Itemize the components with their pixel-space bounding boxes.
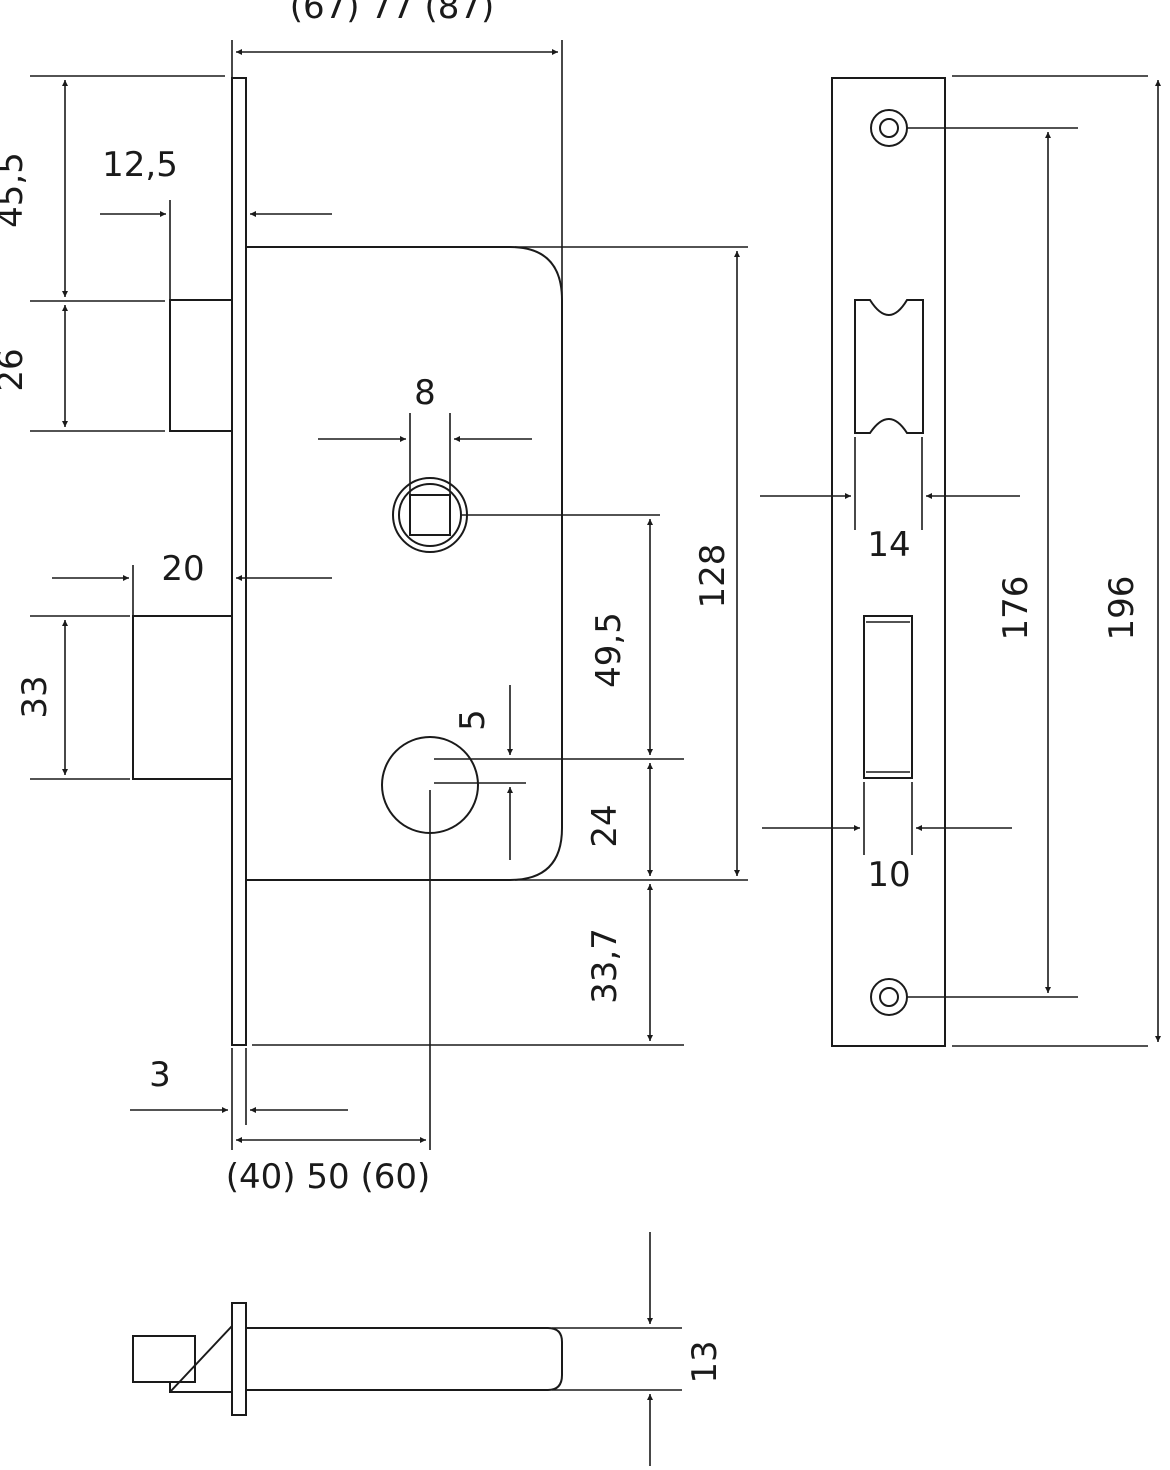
faceplate-front-view (831, 77, 946, 1047)
dim-label-latch-projection: 12,5 (102, 145, 178, 185)
dim-label-bolt-thickness: 13 (685, 1340, 725, 1383)
dim-label-bottom-offset: 33,7 (585, 928, 625, 1004)
dim-label-top-offset: 45,5 (0, 152, 31, 228)
dim-label-bolt-height: 33 (15, 675, 55, 718)
lock-case (246, 246, 563, 881)
bolt-top-view (132, 1302, 563, 1416)
dim-label-case-height: 128 (693, 544, 733, 609)
dim-label-spindle-square: 8 (414, 373, 436, 413)
dim-label-faceplate-thickness: 3 (149, 1055, 171, 1095)
latch-bolt (169, 299, 233, 432)
dim-label-faceplate-length: 196 (1102, 576, 1142, 641)
dim-label-cylinder-offset: 5 (453, 709, 493, 731)
dim-label-cylinder-to-case-bottom: 24 (585, 804, 625, 847)
dim-label-strike-bolt-width: 10 (867, 855, 910, 895)
dim-label-backset-width: (67) 77 (87) (290, 0, 494, 27)
dim-label-bolt-projection: 20 (161, 549, 204, 589)
dim-label-strike-latch-width: 14 (867, 525, 910, 565)
latch-opening (854, 299, 924, 434)
faceplate (231, 77, 247, 1046)
dim-label-backset: (40) 50 (60) (226, 1157, 430, 1197)
faceplate-dimension-lines (760, 75, 1161, 1047)
dead-bolt (132, 615, 233, 780)
dim-label-screw-spacing: 176 (996, 576, 1036, 641)
screw-hole-bottom (870, 978, 908, 1016)
dim-label-latch-height: 26 (0, 348, 31, 391)
bolt-opening (863, 615, 913, 779)
screw-hole-top (870, 109, 908, 147)
bolt-dimension-lines (552, 1232, 682, 1466)
spindle-hub (392, 477, 468, 553)
dim-label-spindle-to-cylinder: 49,5 (589, 612, 629, 688)
dimension-lines (30, 40, 748, 1150)
